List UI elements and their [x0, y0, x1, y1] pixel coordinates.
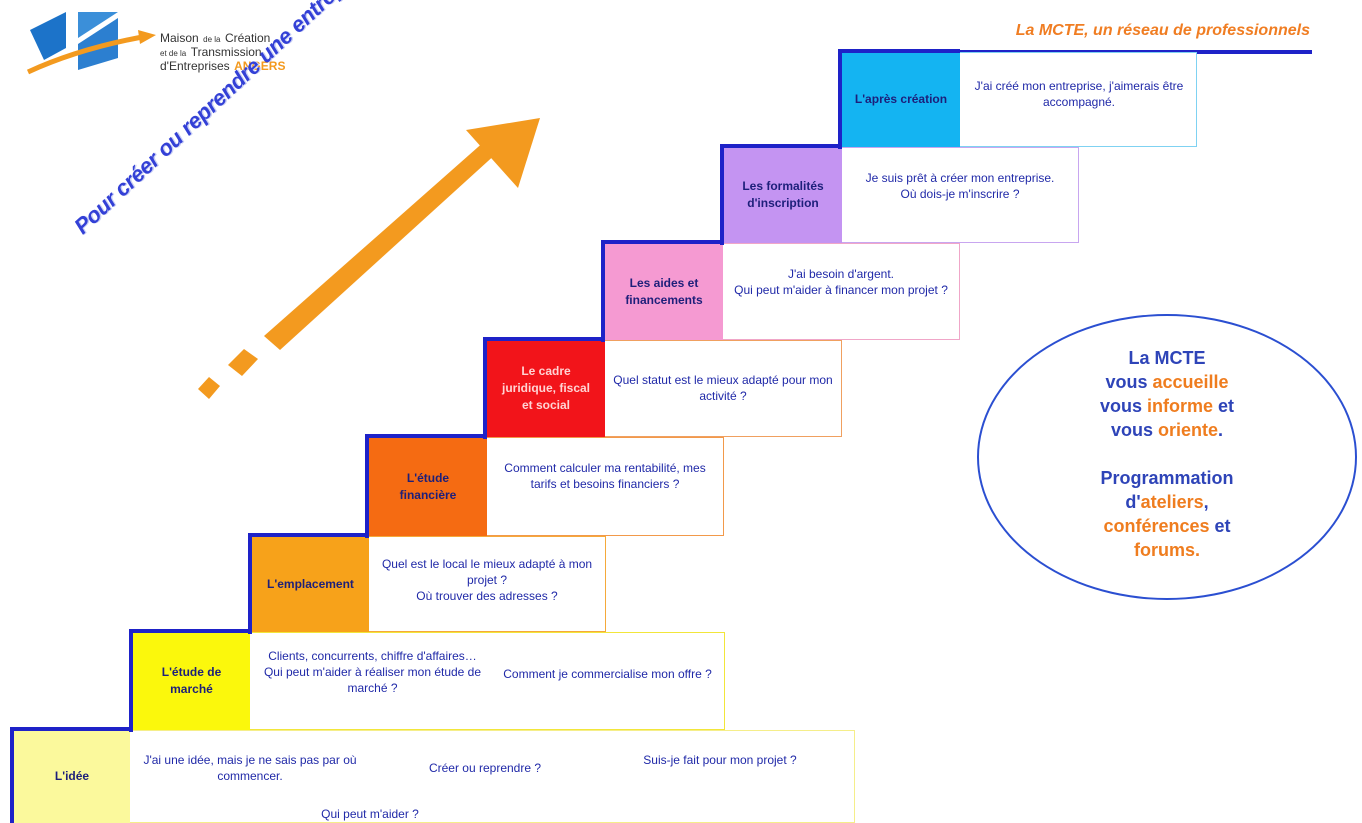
stair-riser: [601, 243, 605, 342]
stair-tread: [129, 629, 250, 633]
circle-line6c: ,: [1203, 492, 1209, 512]
step-label: L'étude financière: [369, 437, 487, 536]
circle-line4c: .: [1218, 420, 1224, 440]
step-question: Qui peut m'aider ?: [321, 807, 419, 821]
stair-riser: [10, 730, 14, 823]
step-label: L'emplacement: [252, 536, 369, 632]
step-question: Quel est le local le mieux adapté à mon …: [381, 557, 593, 603]
stair-riser: [248, 536, 252, 634]
step-question: Comment calculer ma rentabilité, mes tar…: [504, 461, 706, 491]
logo-line3-accent: ANGERS: [234, 59, 286, 73]
logo-line1-end: Création: [224, 31, 271, 45]
circle-line7a: conférences: [1103, 516, 1210, 536]
step-question: Je suis prêt à créer mon entreprise. Où …: [865, 171, 1055, 201]
circle-line5: Programmation: [1100, 468, 1234, 488]
circle-line3a: vous: [1099, 396, 1142, 416]
step-label: Les formalités d'inscription: [724, 147, 842, 243]
step-cell: [605, 340, 842, 437]
stair-tread: [10, 727, 130, 731]
circle-line6a: d': [1125, 492, 1141, 512]
logo-mark: [26, 12, 156, 75]
stair-tread: [365, 434, 487, 438]
step-question: Clients, concurrents, chiffre d'affaires…: [263, 649, 482, 695]
step-cell: [960, 52, 1197, 147]
step-label: Les aides et financements: [605, 243, 723, 340]
tagline: La MCTE, un réseau de professionnels: [1015, 22, 1310, 39]
step-label: Le cadre juridique, fiscal et social: [487, 340, 605, 437]
step-cell: [842, 147, 1079, 243]
step-cell: [487, 437, 724, 536]
stair-riser: [838, 52, 842, 149]
stair-riser: [129, 632, 133, 732]
step-question: J'ai créé mon entreprise, j'aimerais êtr…: [974, 79, 1184, 109]
logo-line3: d'Entreprises: [160, 59, 230, 73]
step-label: L'après création: [842, 52, 960, 147]
stair-riser: [720, 147, 724, 245]
circle-line1: La MCTE: [1128, 348, 1206, 368]
logo-line2-small: et de la: [160, 49, 187, 58]
logo-line2-end: Transmission: [190, 45, 262, 59]
circle-line4a: vous: [1110, 420, 1153, 440]
step-cell: [723, 243, 960, 340]
info-circle: [977, 314, 1357, 600]
circle-line8: forums.: [1133, 540, 1200, 560]
step-question: J'ai besoin d'argent. Qui peut m'aider à…: [734, 267, 948, 297]
step-question: Quel statut est le mieux adapté pour mon…: [613, 373, 833, 403]
arrow-icon: [198, 118, 540, 399]
circle-line2a: vous: [1105, 372, 1148, 392]
logo-line1-small: de la: [203, 35, 221, 44]
circle-line6b: ateliers: [1140, 492, 1204, 512]
circle-line7b: et: [1214, 516, 1231, 536]
circle-line3b: informe: [1146, 396, 1213, 416]
logo-text: Maison de la Création et de la Transmiss…: [160, 32, 285, 72]
step-cell: [130, 730, 855, 823]
stair-tread: [601, 240, 723, 244]
stair-tread: [248, 533, 369, 537]
step-cell: [369, 536, 606, 632]
step-cell: [250, 632, 725, 730]
stair-tread: [483, 337, 605, 341]
step-label: L'étude de marché: [133, 632, 250, 730]
info-circle-text: La MCTE vous accueille vous informe et v…: [977, 346, 1357, 562]
logo-line1-big: Maison: [160, 31, 199, 45]
stair-riser: [365, 437, 369, 538]
step-question: Comment je commercialise mon offre ?: [503, 667, 712, 681]
circle-line3c: et: [1218, 396, 1235, 416]
stair-tread: [720, 144, 842, 148]
step-label: L'idée: [14, 730, 130, 823]
step-question: Créer ou reprendre ?: [428, 761, 542, 775]
step-question: J'ai une idée, mais je ne sais pas par o…: [143, 753, 357, 783]
circle-line2b: accueille: [1152, 372, 1229, 392]
step-question: Suis-je fait pour mon projet ?: [643, 753, 797, 767]
stair-tread: [838, 49, 960, 53]
circle-line4b: oriente: [1158, 420, 1219, 440]
stair-riser: [483, 340, 487, 439]
